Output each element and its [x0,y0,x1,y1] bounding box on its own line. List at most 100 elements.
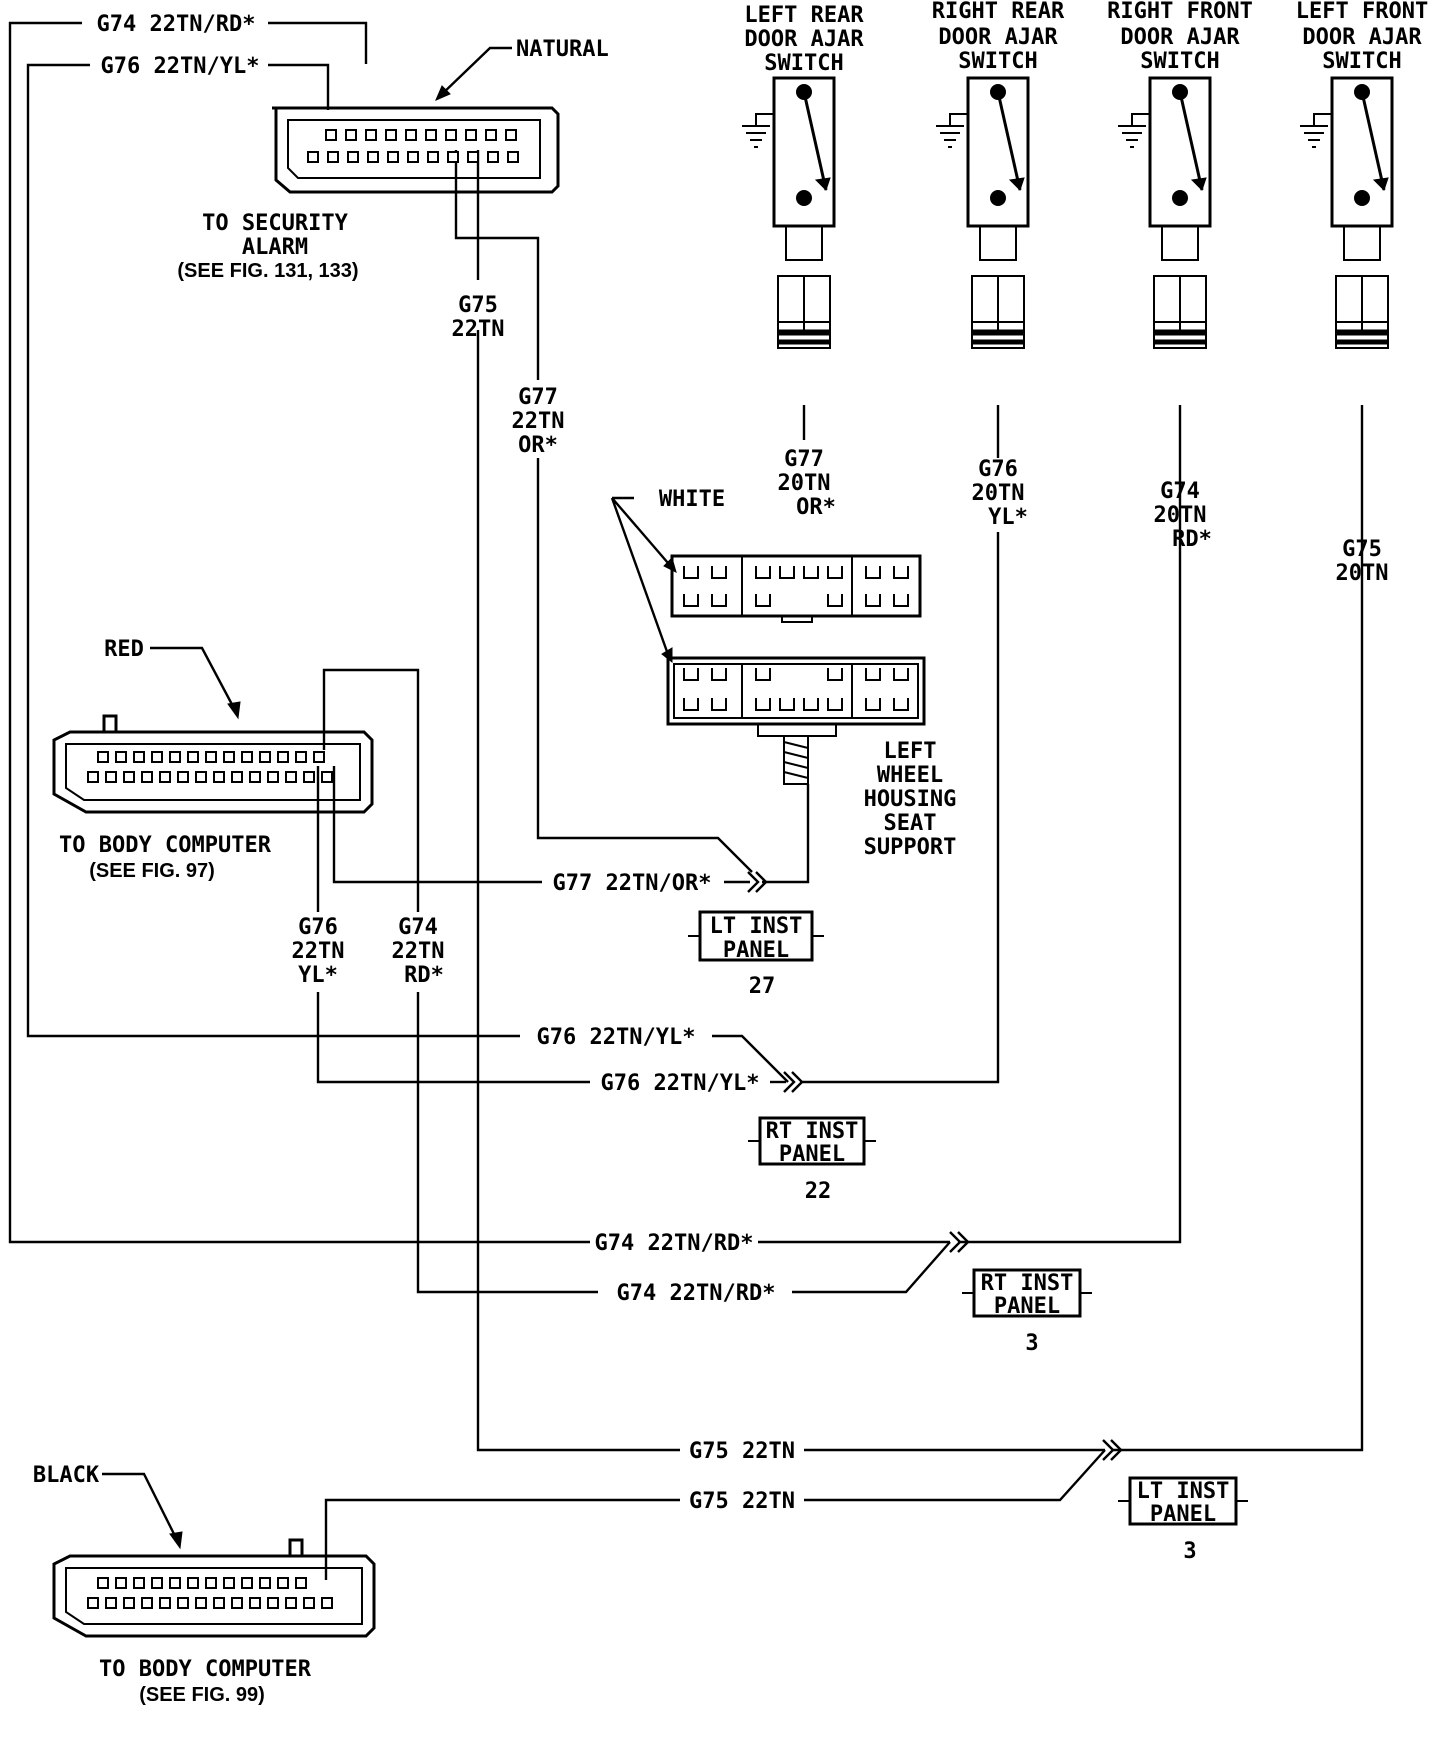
cavity [683,566,699,579]
switch-rf-wire-3: RD* [1172,527,1212,552]
connector-pin [141,1597,153,1609]
cavity [865,668,881,681]
connector-pin [365,129,377,141]
white-arrows [610,496,675,661]
splice-rt3-number: 3 [1025,1331,1038,1356]
connector-pin [321,1597,333,1609]
security-ref: (SEE FIG. 131, 133) [177,260,358,282]
connector-pin [223,751,235,763]
switch-left-front[interactable] [1298,76,1394,350]
connector-pin [347,151,359,163]
connector-pin [105,1597,117,1609]
connector-pin [295,1577,307,1589]
connector-pin [213,1597,225,1609]
connector-pin [177,1597,189,1609]
connector-pin [487,151,499,163]
switch-lr-wire-3: OR* [796,495,836,520]
cavity [755,594,771,607]
connector-pin [507,151,519,163]
switch-right-rear[interactable] [934,76,1030,350]
switch-lr-title-3: SWITCH [764,51,843,76]
wire-g74-rf-switch [958,405,1182,1244]
ground-connector-upper[interactable] [670,554,922,623]
wire-g75-black [324,1498,680,1580]
connector-pin [259,751,271,763]
cavity [865,594,881,607]
connector-pin [187,751,199,763]
red-body-computer-connector[interactable] [52,714,374,814]
switch-rr-title-2: DOOR AJAR [938,25,1058,50]
splice-box-rt-3 [962,1268,1092,1318]
splice-chevrons [747,871,1123,1461]
connector-pin [505,129,517,141]
security-alarm-connector[interactable] [272,106,560,194]
wire-label-top-g74: G74 22TN/RD* [97,12,256,37]
wire-label-v-g74-3: RD* [404,963,444,988]
splice-box-rt-22 [748,1116,876,1166]
switch-rf-title-3: SWITCH [1140,49,1219,74]
connector-pin [115,1577,127,1589]
wire-label-h-g76a: G76 22TN/YL* [537,1025,696,1050]
wire-label-h-g76b: G76 22TN/YL* [601,1071,760,1096]
connector-pin [445,129,457,141]
splice-box-lt-27 [688,910,824,962]
connector-pin [303,1597,315,1609]
splice-22-line2: PANEL [779,1142,845,1167]
connector-pin [307,151,319,163]
connector-pin [195,771,207,783]
connector-pin [285,1597,297,1609]
switch-left-rear[interactable] [740,76,836,350]
connector-pin [427,151,439,163]
connector-pin [327,151,339,163]
connector-pin [277,1577,289,1589]
switch-rr-wire-1: G76 [978,457,1018,482]
security-pins [307,129,519,163]
switch-rr-wire-3: YL* [988,505,1028,530]
connector-pin [133,1577,145,1589]
black-body-computer-connector[interactable] [52,1538,376,1638]
connector-pin [141,771,153,783]
connector-pin [387,151,399,163]
connector-pin [241,751,253,763]
wire-label-v-g76-3: YL* [298,963,338,988]
connector-pin [159,1597,171,1609]
splice-27-number: 27 [749,974,776,999]
connector-pin [159,771,171,783]
connector-pin [151,1577,163,1589]
connector-pin [367,151,379,163]
wire-g76-rr-switch [800,532,1000,1084]
connector-pin [465,129,477,141]
switch-rr-wire-2: 20TN [972,481,1025,506]
connector-pin [123,771,135,783]
connector-pin [313,751,325,763]
switch-lf-title-3: SWITCH [1322,49,1401,74]
connector-pin [205,1577,217,1589]
connector-pin [425,129,437,141]
switch-rf-wire-2: 20TN [1154,503,1207,528]
wire-label-top-g76: G76 22TN/YL* [101,54,260,79]
connector-pin [177,771,189,783]
cavity [803,566,819,579]
ground-connector-lower[interactable] [666,656,926,785]
switch-right-front[interactable] [1116,76,1212,350]
cavity [683,668,699,681]
wire-label-h-g77: G77 22TN/OR* [553,871,712,896]
wire-label-v-g77-2: 22TN [512,409,565,434]
connector-pin [97,751,109,763]
natural-label: NATURAL [516,37,609,62]
cavity [893,594,909,607]
cavity [865,566,881,579]
black-connector-pins [87,1577,333,1609]
splice-box-lt-3 [1118,1476,1248,1526]
splice-22-line1: RT INST [766,1119,859,1144]
wire-label-v-g76-2: 22TN [292,939,345,964]
connector-pin [169,1577,181,1589]
connector-pin [295,751,307,763]
connector-pin [195,1597,207,1609]
seat-support-5: SUPPORT [864,835,957,860]
natural-arrow [439,46,512,97]
wire-label-v-g76-1: G76 [298,915,338,940]
ground-upper-pins [683,566,909,607]
wire-label-v-g75-2: 22TN [452,317,505,342]
